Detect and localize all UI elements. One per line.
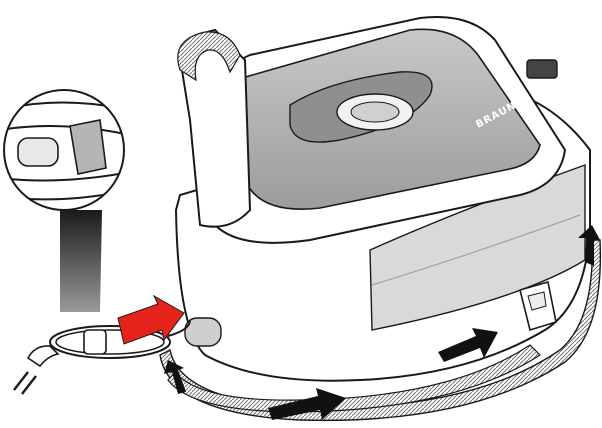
cord-storage-zoom-icon <box>0 90 130 312</box>
insertion-arrow-icon <box>118 296 184 344</box>
hose-holder <box>527 60 557 78</box>
mains-plug-icon <box>14 346 58 394</box>
